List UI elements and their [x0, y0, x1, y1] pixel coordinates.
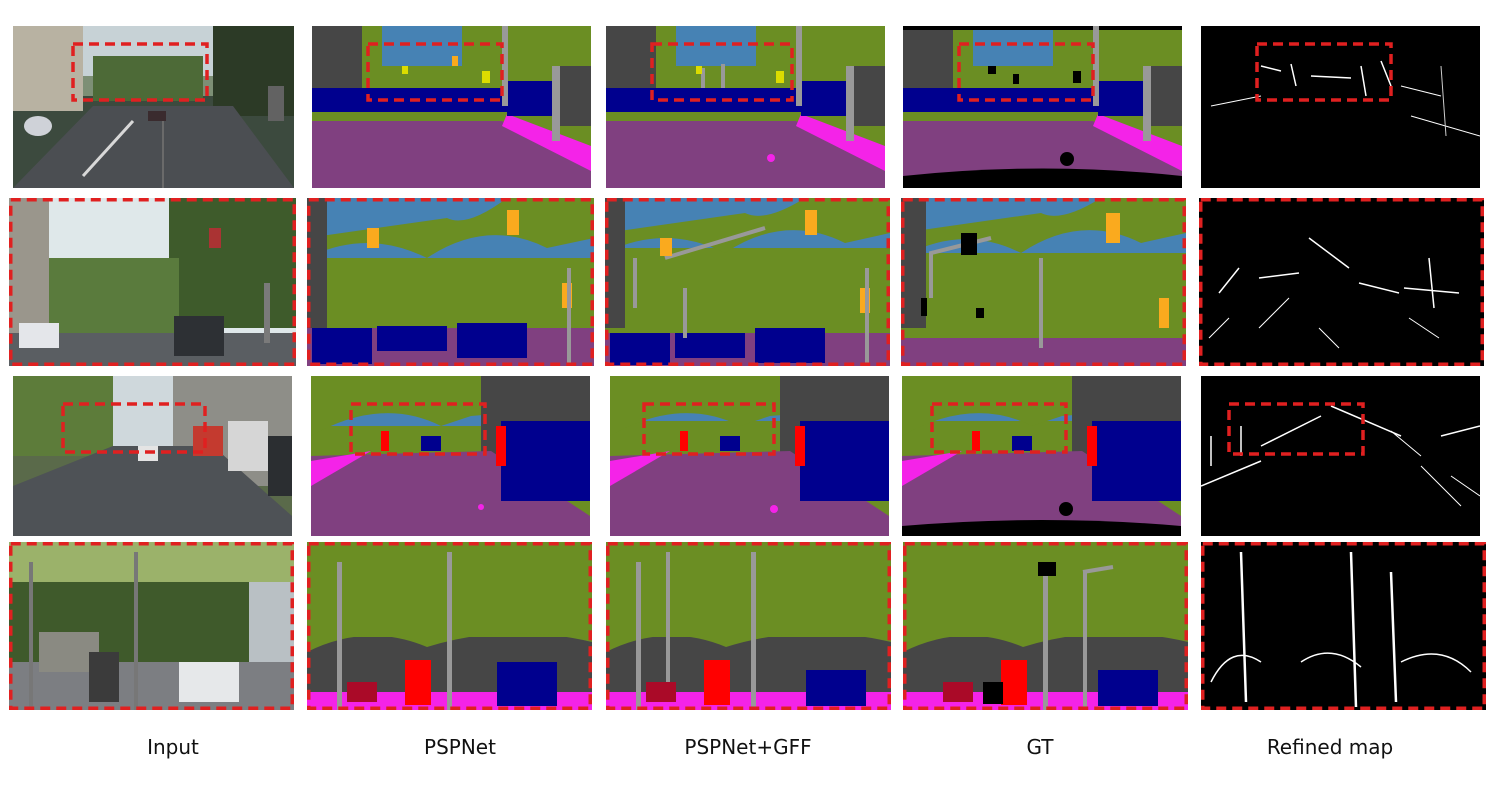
row3-input-photo: [13, 376, 292, 536]
row3-refined-map: [1201, 376, 1480, 536]
row4-input-zoom: [9, 542, 294, 710]
row2-gt-zoom: [901, 198, 1186, 366]
row3-pspnet-seg: [311, 376, 590, 536]
caption-pspnet-gff: PSPNet+GFF: [684, 735, 812, 759]
row4-pspnet-gff-zoom: [606, 542, 891, 710]
row1-pspnet-seg: [312, 26, 591, 188]
row2-pspnet-zoom: [307, 198, 594, 366]
caption-gt: GT: [1026, 735, 1054, 759]
caption-refined-map: Refined map: [1266, 735, 1394, 759]
row2-refined-zoom: [1199, 198, 1484, 366]
row4-gt-zoom: [903, 542, 1188, 710]
row3-pspnet-gff-seg: [610, 376, 889, 536]
row3-gt-seg: [902, 376, 1181, 536]
row1-input-photo: [13, 26, 294, 188]
row1-pspnet-gff-seg: [606, 26, 885, 188]
row2-pspnet-gff-zoom: [605, 198, 890, 366]
caption-input: Input: [147, 735, 199, 759]
row2-input-zoom: [9, 198, 296, 366]
row1-gt-seg: [903, 26, 1182, 188]
row1-refined-map: [1201, 26, 1480, 188]
row4-pspnet-zoom: [307, 542, 592, 710]
row4-refined-zoom: [1201, 542, 1486, 710]
caption-pspnet: PSPNet: [424, 735, 496, 759]
